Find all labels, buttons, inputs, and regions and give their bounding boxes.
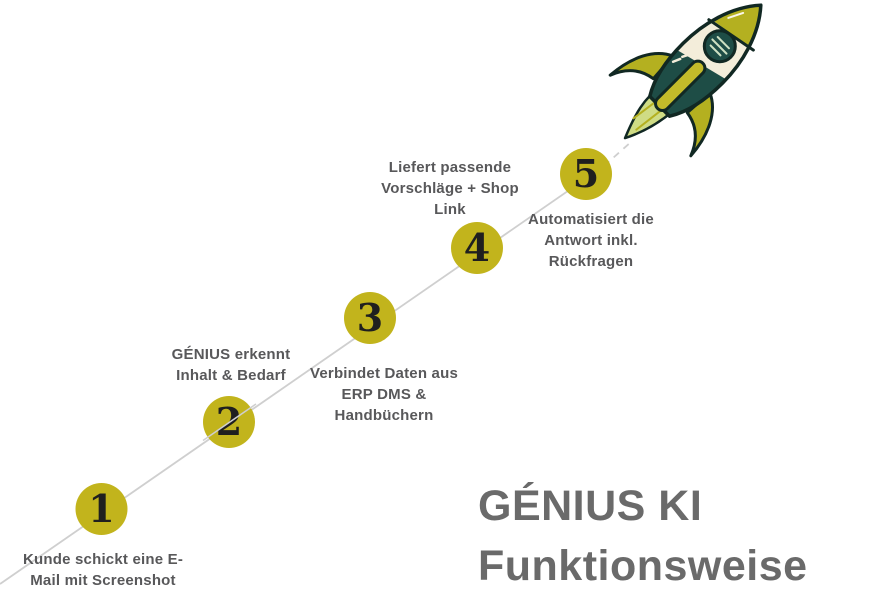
process-path-overlay [202, 403, 257, 442]
step-1-marker: 1 [75, 483, 128, 535]
step-5-circle [560, 148, 612, 200]
rocket-window-stripes [709, 36, 730, 57]
step-5-label: Automatisiert die Antwort inkl. Rückfrag… [528, 211, 654, 270]
rocket-left-fin [608, 52, 675, 81]
rocket-body-highlight [671, 51, 697, 64]
rocket-right-fin [685, 91, 714, 158]
step-4-marker: 4 [451, 222, 503, 274]
step-3-circle [344, 292, 396, 344]
step-2-label: GÉNIUS erkennt Inhalt & Bedarf [171, 346, 291, 384]
step-3-label: Verbindet Daten aus ERP DMS & Handbücher… [309, 365, 459, 424]
rocket-icon [608, 0, 781, 158]
step-5-number: 5 [573, 151, 599, 196]
step-2-marker: 2 [202, 396, 257, 448]
rocket-booster-stick [654, 59, 707, 112]
step-1-number: 1 [88, 486, 114, 531]
rocket-flame-streaks [632, 100, 663, 131]
step-4-label: Liefert passende Vorschläge + Shop Link [381, 159, 519, 218]
step-1-label: Kunde schickt eine E- Mail mit Screensho… [22, 551, 184, 589]
page-title: GÉNIUS KI Funktionsweise [478, 482, 808, 590]
step-1-circle [75, 483, 128, 535]
step-5-marker: 5 [560, 148, 612, 200]
step-3-marker: 3 [344, 292, 396, 344]
step-3-number: 3 [357, 295, 383, 340]
step-2-number: 2 [216, 399, 242, 444]
step-4-circle [451, 222, 503, 274]
step-4-number: 4 [464, 225, 490, 270]
rocket-nose-highlight [727, 11, 745, 19]
